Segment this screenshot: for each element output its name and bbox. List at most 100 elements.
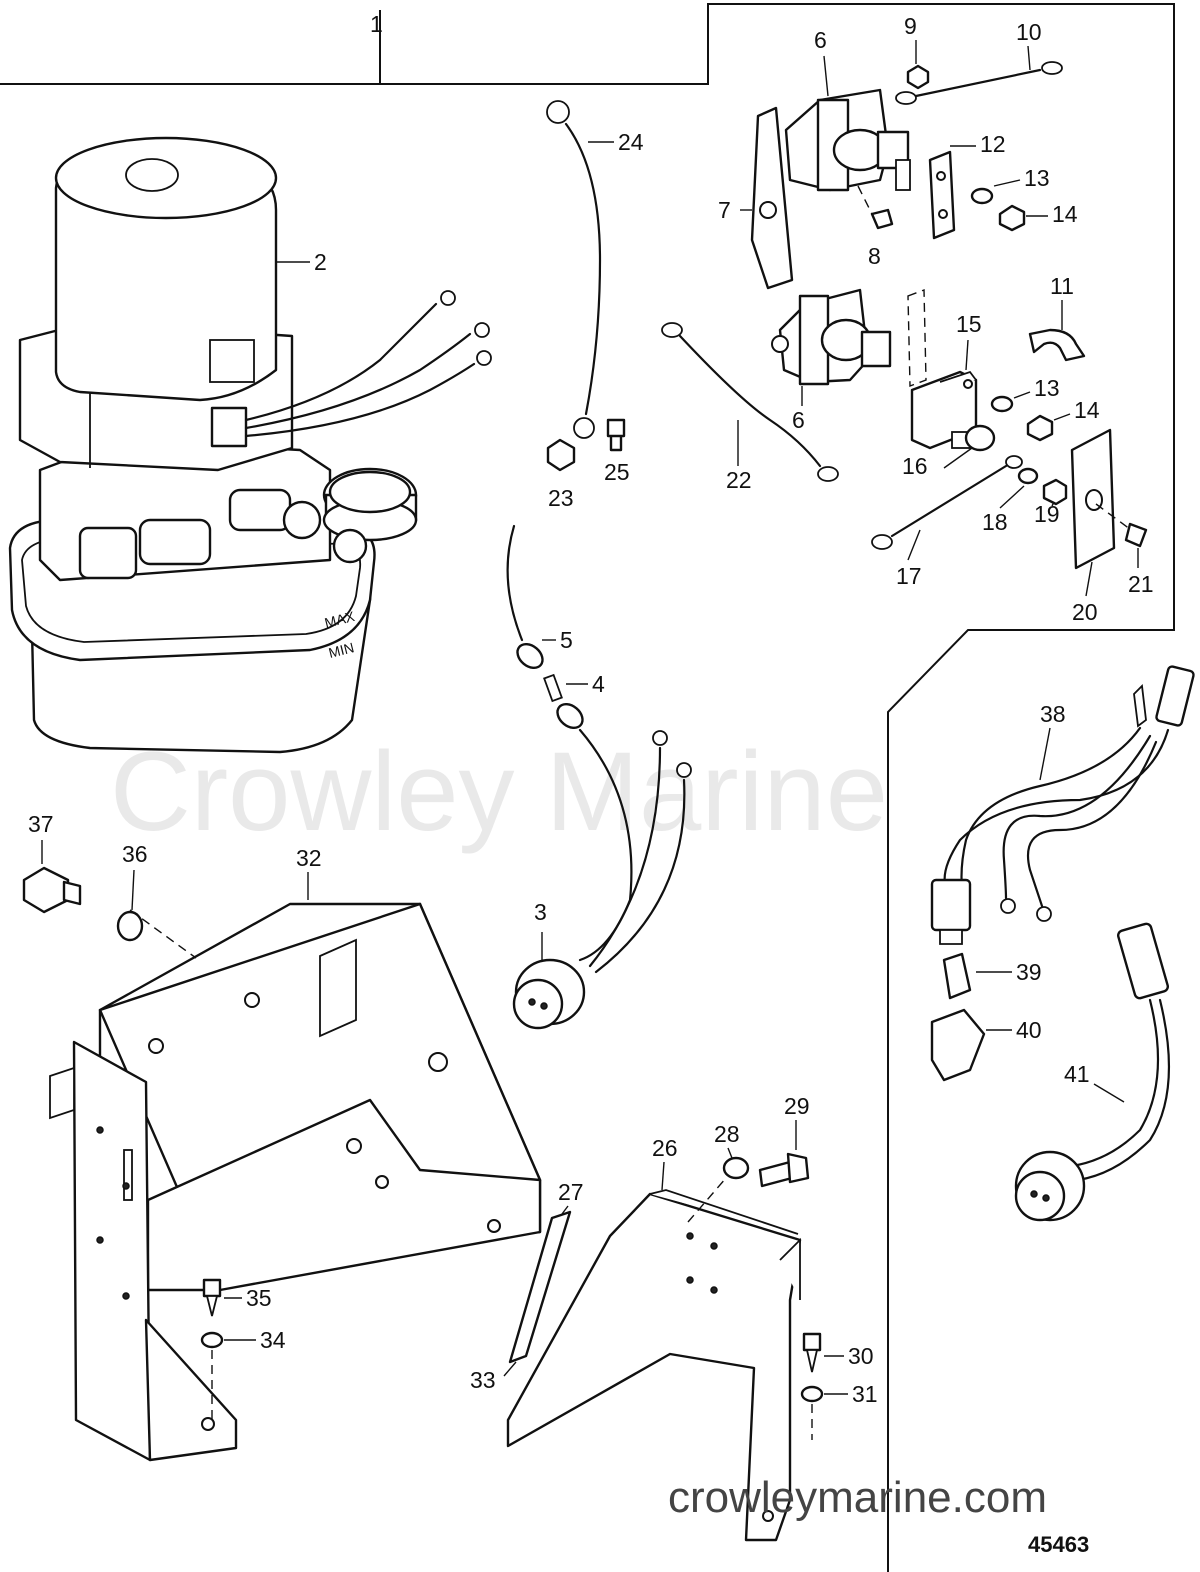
leader-19	[1051, 501, 1055, 507]
trim-pump-motor-assembly: MAX MIN	[8, 136, 492, 754]
leader-10	[1027, 45, 1031, 71]
leader-33	[503, 1361, 517, 1377]
harness-3-ring-2	[676, 762, 692, 778]
nut-14a	[998, 204, 1026, 232]
flange-hole-3	[96, 1236, 104, 1244]
callout-25: 25	[604, 459, 630, 485]
plug-pin-b	[540, 1002, 548, 1010]
solenoid-6-lower-mount-hole	[771, 335, 789, 353]
callout-13b: 13	[1034, 375, 1060, 401]
plate-12	[928, 150, 956, 240]
bracket-32-flange-slot	[123, 1149, 133, 1201]
fuse-39	[942, 952, 972, 1000]
screw-25	[606, 418, 626, 452]
callout-22: 22	[726, 467, 752, 493]
figure-number: 45463	[1028, 1532, 1089, 1557]
callout-2: 2	[314, 249, 327, 275]
plate-12-hole-b	[938, 209, 948, 219]
bracket-26-hole-1	[686, 1232, 694, 1240]
cable-24-ring-top	[546, 100, 570, 124]
harness-38-ring-d	[1036, 906, 1052, 922]
fuse-holder-40	[930, 1008, 986, 1082]
harness-38-wire-d	[1026, 740, 1158, 908]
dash-8	[857, 185, 873, 215]
hidden-plate-outline	[907, 288, 927, 388]
callout-40: 40	[1016, 1017, 1042, 1043]
callout-3: 3	[534, 899, 547, 925]
bolt-29-shank	[758, 1160, 794, 1188]
harness-3-ring-1	[652, 730, 668, 746]
clamp-11	[1028, 328, 1086, 362]
bolt-29-head	[786, 1152, 810, 1184]
bracket-26	[506, 1189, 802, 1542]
pump-wire-grommet	[210, 406, 248, 448]
harness-38-connector-tab	[939, 929, 963, 945]
callout-30: 30	[848, 1343, 874, 1369]
callout-31: 31	[852, 1381, 878, 1407]
callout-14b: 14	[1074, 397, 1100, 423]
pump-wire-2-ring	[474, 322, 490, 338]
nut-9	[906, 64, 930, 90]
harness-38-connector-top	[1155, 665, 1195, 727]
bracket-32-tab	[49, 1066, 75, 1120]
cable-24-wire	[564, 122, 602, 416]
cable-10	[895, 61, 1063, 105]
leader-17	[907, 529, 921, 561]
bracket-26-side-edge	[779, 1237, 801, 1300]
bracket-7-hole	[759, 201, 777, 219]
pump-fitting-right	[228, 488, 292, 532]
leader-13b	[1013, 391, 1031, 399]
connector-5	[516, 642, 544, 670]
bolt-8	[870, 208, 894, 230]
callout-21: 21	[1128, 571, 1154, 597]
bracket-26-hole-3	[686, 1276, 694, 1284]
pump-fill-cap-top	[328, 470, 412, 514]
pump-wire-3	[244, 362, 476, 438]
harness-3-wire-1	[578, 728, 633, 962]
harness-3-assembly	[506, 524, 692, 1030]
callout-7: 7	[718, 197, 731, 223]
cable-22-ring-bottom	[817, 466, 839, 482]
screw-35-head	[202, 1278, 222, 1298]
cable-17-ring-left	[871, 534, 893, 550]
cable-10-wire	[914, 68, 1042, 98]
bracket-26-hole-4	[710, 1286, 718, 1294]
nut-23	[546, 438, 576, 472]
solenoid-6-lower-terminal	[860, 330, 892, 368]
callout-14a: 14	[1052, 201, 1078, 227]
callout-27: 27	[558, 1179, 584, 1205]
harness-38-ring-c	[1000, 898, 1016, 914]
callout-17: 17	[896, 563, 922, 589]
bracket-32-floor	[146, 1098, 542, 1292]
callout-26: 26	[652, 1135, 678, 1161]
leader-14b	[1053, 413, 1071, 421]
leader-13a	[993, 179, 1021, 187]
solenoid-upper	[750, 88, 911, 290]
leader-18	[999, 485, 1025, 509]
pump-port	[282, 500, 322, 540]
strip-27	[508, 1210, 572, 1364]
callout-34: 34	[260, 1327, 286, 1353]
screw-21	[1124, 522, 1148, 548]
bolt-37-shank	[62, 880, 82, 906]
plug41-pin-b	[1042, 1194, 1050, 1202]
bracket-32-slot	[319, 938, 357, 1038]
callout-1: 1	[370, 11, 383, 37]
plug41-pin-a	[1030, 1190, 1038, 1198]
harness-41-wire-b	[1076, 998, 1171, 1182]
bracket-26-hole-2	[710, 1242, 718, 1250]
harness-41	[1014, 922, 1171, 1222]
reservoir-max-mark: MAX	[323, 608, 357, 631]
callout-32: 32	[296, 845, 322, 871]
harness-3-plug-face	[512, 978, 564, 1030]
bracket-7	[750, 106, 794, 290]
callout-24: 24	[618, 129, 644, 155]
solenoid-6-upper-stud	[895, 159, 911, 191]
leader-16	[943, 447, 973, 469]
callout-16: 16	[902, 453, 928, 479]
reservoir-min-mark: MIN	[327, 639, 356, 661]
bracket-32-side-flange	[72, 1040, 152, 1462]
cable-10-ring-left	[895, 91, 917, 105]
